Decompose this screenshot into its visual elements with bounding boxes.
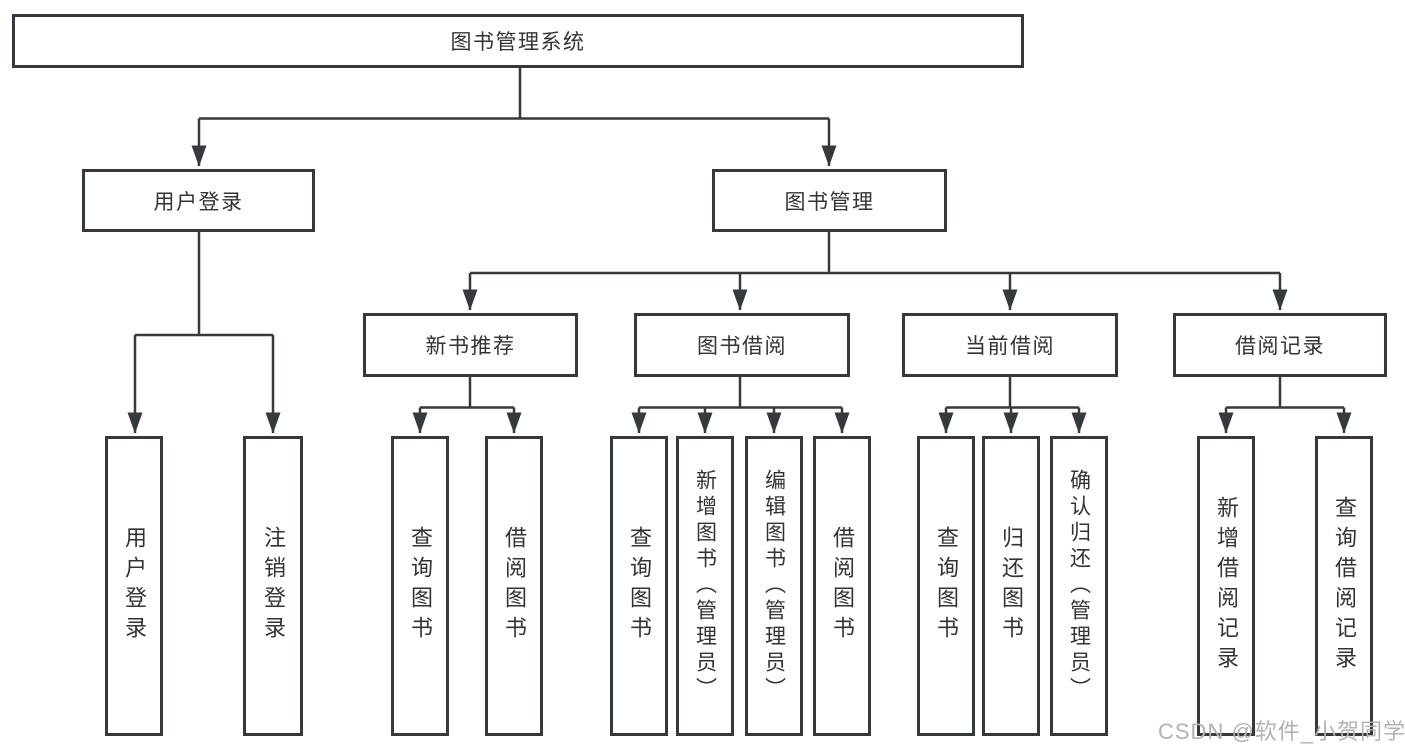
leaf-add-borrow-record: 新增借阅记录 xyxy=(1197,436,1255,736)
leaf-edit-book-admin: 编辑图书（管理员） xyxy=(745,436,803,736)
connector-new-book-recommend-children xyxy=(412,376,522,434)
node-book-management: 图书管理 xyxy=(712,169,947,232)
leaf-borrow-book-recommend: 借阅图书 xyxy=(485,436,543,736)
node-borrow-records: 借阅记录 xyxy=(1173,313,1387,377)
node-label: 新书推荐 xyxy=(425,335,516,358)
connector-current-borrow-children xyxy=(938,376,1087,434)
node-label: 新增图书（管理员） xyxy=(693,469,717,703)
connector-book-borrow-children xyxy=(631,376,850,434)
node-root-system: 图书管理系统 xyxy=(12,14,1024,68)
node-label: 用户登录 xyxy=(122,526,147,646)
node-label: 确认归还（管理员） xyxy=(1067,469,1091,703)
node-label: 查询借阅记录 xyxy=(1332,496,1357,676)
node-label: 查询图书 xyxy=(627,526,652,646)
leaf-logout: 注销登录 xyxy=(243,436,303,736)
node-label: 借阅图书 xyxy=(830,526,855,646)
node-user-login: 用户登录 xyxy=(82,169,315,232)
leaf-user-login: 用户登录 xyxy=(105,436,163,736)
leaf-query-book-borrow: 查询图书 xyxy=(610,436,668,736)
leaf-query-book-current: 查询图书 xyxy=(917,436,975,736)
leaf-confirm-return-admin: 确认归还（管理员） xyxy=(1050,436,1108,736)
node-label: 用户登录 xyxy=(153,190,244,214)
node-book-borrow: 图书借阅 xyxy=(634,313,850,377)
node-label: 注销登录 xyxy=(261,526,286,646)
node-label: 图书借阅 xyxy=(697,335,787,358)
node-label: 图书管理 xyxy=(784,190,875,214)
node-new-book-recommend: 新书推荐 xyxy=(363,313,578,377)
node-label: 编辑图书（管理员） xyxy=(762,469,786,703)
node-label: 查询图书 xyxy=(408,526,433,646)
connector-root-to-level2 xyxy=(191,67,837,167)
node-label: 新增借阅记录 xyxy=(1214,496,1239,676)
node-label: 归还图书 xyxy=(999,526,1024,646)
node-label: 借阅图书 xyxy=(502,526,527,646)
leaf-add-book-admin: 新增图书（管理员） xyxy=(676,436,734,736)
node-label: 查询图书 xyxy=(934,526,959,646)
node-current-borrow: 当前借阅 xyxy=(902,313,1118,377)
leaf-query-borrow-record: 查询借阅记录 xyxy=(1315,436,1373,736)
connector-user-login-children xyxy=(127,231,281,434)
leaf-query-book-recommend: 查询图书 xyxy=(391,436,449,736)
leaf-return-book: 归还图书 xyxy=(982,436,1040,736)
connector-borrow-records-children xyxy=(1218,376,1352,434)
connector-book-management-children xyxy=(462,231,1288,311)
node-label: 当前借阅 xyxy=(965,335,1055,358)
csdn-watermark: CSDN @软件_小贺同学 xyxy=(1158,719,1405,744)
leaf-borrow-book: 借阅图书 xyxy=(813,436,871,736)
node-label: 图书管理系统 xyxy=(450,31,586,54)
node-label: 借阅记录 xyxy=(1235,335,1325,358)
